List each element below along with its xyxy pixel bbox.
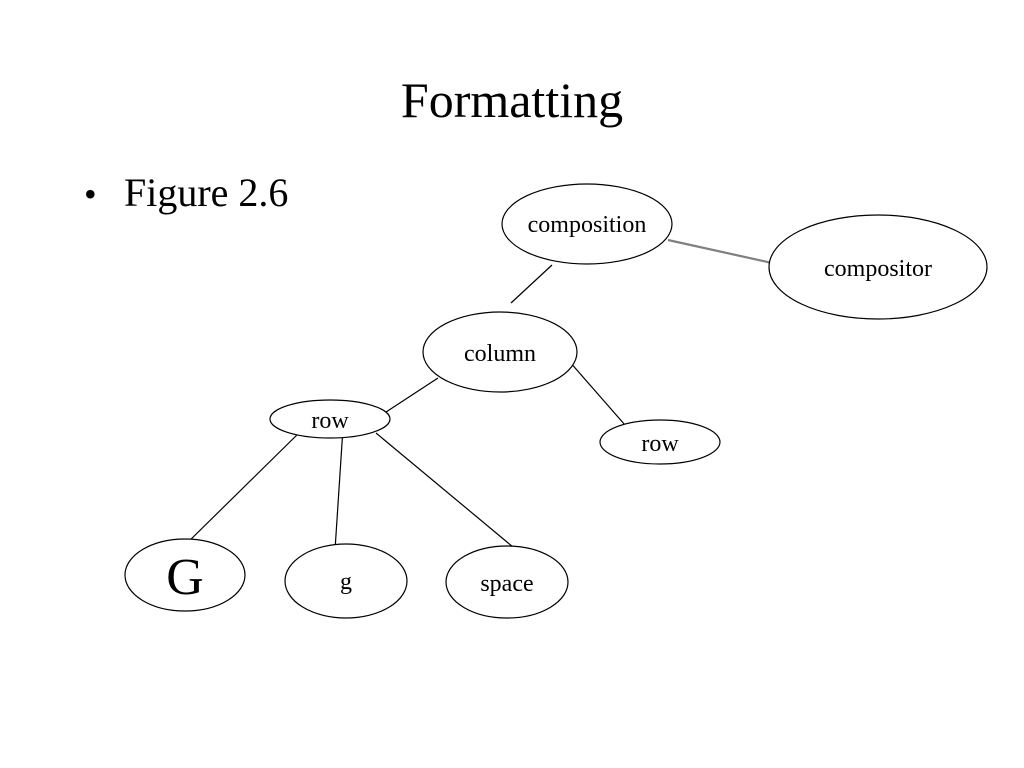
edge-row-space bbox=[375, 432, 520, 553]
edge-column-row-right bbox=[568, 360, 626, 426]
edge-composition-compositor bbox=[667, 238, 773, 265]
diagram-node-glyph-space: space bbox=[445, 545, 569, 619]
diagram-node-glyph-G: G bbox=[124, 538, 246, 612]
edge-column-row-left bbox=[382, 377, 439, 415]
edge-row-G bbox=[181, 429, 303, 549]
diagram-node-compositor: compositor bbox=[768, 214, 988, 320]
bullet-list: • Figure 2.6 bbox=[84, 168, 288, 219]
diagram-node-composition: composition bbox=[501, 183, 673, 265]
diagram-node-glyph-g: g bbox=[284, 543, 408, 619]
diagram-node-column: column bbox=[422, 311, 578, 393]
bullet-text: Figure 2.6 bbox=[124, 170, 289, 215]
node-label: space bbox=[480, 571, 533, 597]
node-label: G bbox=[166, 549, 204, 606]
edge-composition-column bbox=[510, 264, 553, 304]
diagram-edges bbox=[181, 238, 773, 553]
diagram-node-row-left: row bbox=[269, 399, 391, 439]
node-label: row bbox=[311, 408, 349, 434]
slide-title: Formatting bbox=[400, 72, 624, 128]
node-label: g bbox=[340, 569, 352, 595]
bullet-item: • Figure 2.6 bbox=[84, 168, 288, 219]
node-label: compositor bbox=[824, 256, 932, 282]
edge-row-g bbox=[334, 427, 344, 551]
node-label: row bbox=[641, 431, 679, 457]
bullet-dot-icon: • bbox=[84, 174, 97, 214]
diagram-node-row-right: row bbox=[599, 419, 721, 465]
node-label: composition bbox=[528, 212, 647, 238]
node-label: column bbox=[464, 341, 536, 367]
